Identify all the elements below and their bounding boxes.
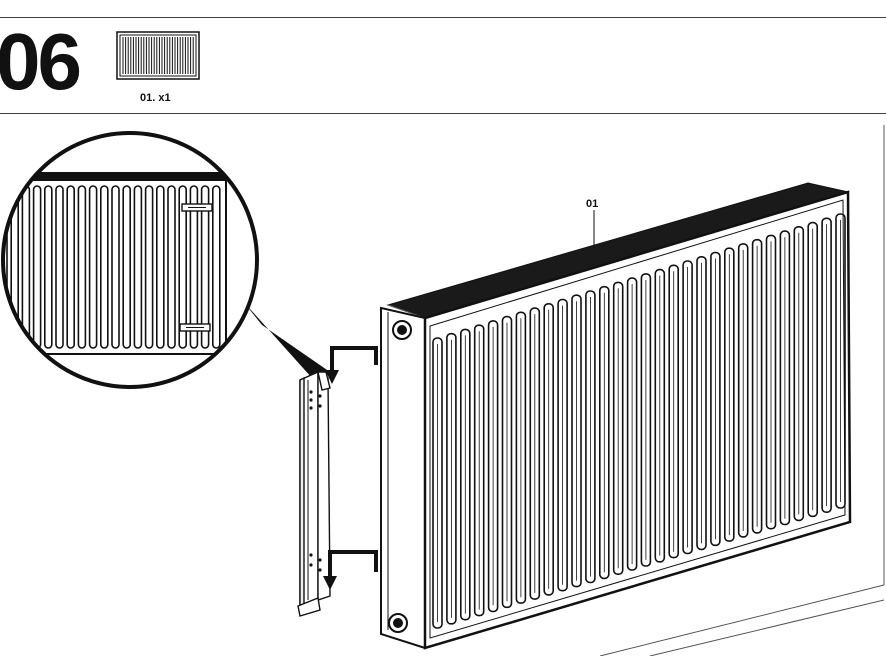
- arrow-bottom-head: [323, 576, 337, 590]
- valve-cap-bottom: [388, 613, 408, 633]
- part-callout-label: 01: [586, 198, 599, 210]
- step-number: 06: [0, 17, 82, 106]
- radiator-front: [423, 190, 852, 650]
- arrow-top-head: [325, 370, 339, 384]
- magnifier-ring: [1, 131, 259, 389]
- top-divider: [0, 17, 886, 18]
- magnifier-pointer: [242, 300, 330, 378]
- wall-bracket: [297, 370, 331, 617]
- magnifier-detail: [3, 133, 257, 387]
- valve-cap-top: [392, 320, 412, 340]
- arrow-bottom: [328, 550, 378, 578]
- header-divider: [0, 113, 886, 114]
- radiator-part-thumbnail: [116, 31, 200, 80]
- part-quantity-label: 01. x1: [140, 92, 171, 104]
- arrow-top: [330, 346, 378, 372]
- wall-outline: [599, 125, 885, 656]
